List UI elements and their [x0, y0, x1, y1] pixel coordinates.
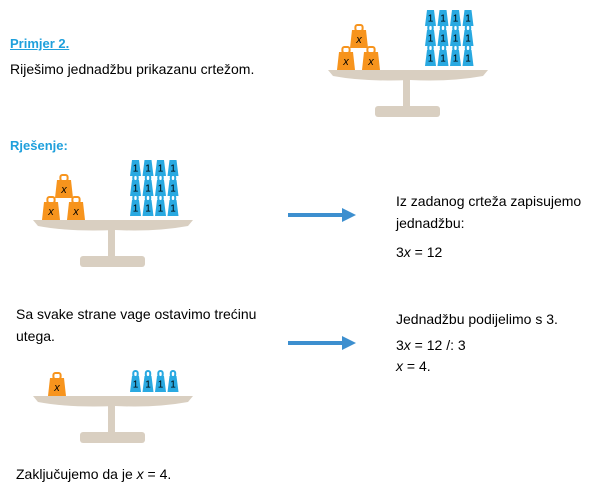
step2-line1: Jednadžbu podijelimo s 3. [396, 311, 558, 327]
x-weight: x [362, 46, 380, 70]
unit-weight-label: 1 [170, 380, 176, 391]
unit-weight: 1 [450, 24, 461, 46]
x-weight: x [337, 46, 355, 70]
unit-weight-label: 1 [453, 14, 459, 25]
unit-weight: 1 [130, 160, 141, 176]
weights-left: x [48, 372, 66, 396]
x-weight-label: x [47, 206, 54, 218]
unit-weight-label: 1 [158, 164, 164, 175]
unit-weight-label: 1 [170, 204, 176, 215]
solution-title: Rješenje: [10, 138, 68, 153]
example-text: Riješimo jednadžbu prikazanu crtežom. [10, 61, 255, 77]
unit-weight-label: 1 [465, 14, 471, 25]
unit-weight: 1 [155, 174, 166, 196]
unit-weight: 1 [167, 160, 179, 176]
unit-weight: 1 [437, 24, 449, 46]
unit-weight: 1 [437, 10, 449, 26]
unit-weight-label: 1 [145, 380, 151, 391]
unit-weight-label: 1 [145, 164, 151, 175]
step1-line2: jednadžbu: [396, 215, 465, 231]
x-weight-label: x [342, 56, 349, 68]
unit-weight-label: 1 [170, 184, 176, 195]
example-title: Primjer 2. [10, 36, 70, 51]
unit-weight: 1 [450, 44, 461, 66]
x-weight-label: x [72, 206, 79, 218]
unit-weight-label: 1 [170, 164, 176, 175]
unit-weight: 1 [142, 370, 154, 392]
x-weight: x [67, 196, 85, 220]
unit-weight-label: 1 [440, 34, 446, 45]
step2-equation2: x = 4. [396, 358, 431, 374]
arrow-right-icon [288, 336, 356, 350]
unit-weight: 1 [155, 194, 166, 216]
x-weight: x [42, 196, 60, 220]
unit-weight: 1 [142, 160, 154, 176]
unit-weight-label: 1 [145, 204, 151, 215]
x-weight-label: x [60, 184, 67, 196]
unit-weight: 1 [142, 174, 154, 196]
unit-weight-label: 1 [133, 204, 139, 215]
arrow-right-icon [288, 208, 356, 222]
unit-weight: 1 [167, 370, 179, 392]
left-line2: utega. [16, 328, 55, 344]
unit-weight: 1 [462, 10, 474, 26]
unit-weight: 1 [462, 24, 474, 46]
unit-weight-label: 1 [440, 14, 446, 25]
step1-line1: Iz zadanog crteža zapisujemo [396, 193, 582, 209]
conclusion: Zaključujemo da je x = 4. [16, 466, 172, 482]
unit-weight-label: 1 [158, 204, 164, 215]
unit-weight-label: 1 [145, 184, 151, 195]
scale-base [33, 396, 193, 443]
step2-equation1: 3x = 12 /: 3 [396, 337, 466, 353]
unit-weight: 1 [425, 44, 436, 66]
unit-weight-label: 1 [428, 34, 434, 45]
unit-weight-label: 1 [158, 380, 164, 391]
step1-equation: 3x = 12 [396, 244, 443, 260]
x-weight-label: x [53, 382, 60, 394]
unit-weight-label: 1 [465, 34, 471, 45]
unit-weight: 1 [167, 194, 179, 216]
unit-weight-label: 1 [428, 14, 434, 25]
unit-weight: 1 [437, 44, 449, 66]
unit-weight: 1 [425, 10, 436, 26]
x-weight: x [55, 174, 73, 198]
unit-weight: 1 [167, 174, 179, 196]
unit-weight: 1 [142, 194, 154, 216]
unit-weight-label: 1 [133, 184, 139, 195]
x-weight-label: x [355, 34, 362, 46]
unit-weight-label: 1 [453, 34, 459, 45]
unit-weight: 1 [425, 24, 436, 46]
unit-weight-label: 1 [158, 184, 164, 195]
scale-base [33, 220, 193, 267]
x-weight: x [350, 24, 368, 48]
x-weight-label: x [367, 56, 374, 68]
unit-weight: 1 [130, 174, 141, 196]
unit-weight-label: 1 [428, 54, 434, 65]
unit-weight: 1 [155, 370, 166, 392]
unit-weight-label: 1 [133, 380, 139, 391]
unit-weight: 1 [130, 194, 141, 216]
unit-weight: 1 [130, 370, 141, 392]
left-line1: Sa svake strane vage ostavimo trećinu [16, 306, 257, 322]
unit-weight-label: 1 [453, 54, 459, 65]
unit-weight-label: 1 [465, 54, 471, 65]
unit-weight: 1 [450, 10, 461, 26]
unit-weight-label: 1 [133, 164, 139, 175]
unit-weight: 1 [155, 160, 166, 176]
unit-weight: 1 [462, 44, 474, 66]
unit-weight-label: 1 [440, 54, 446, 65]
x-weight: x [48, 372, 66, 396]
scale-base [328, 70, 488, 117]
